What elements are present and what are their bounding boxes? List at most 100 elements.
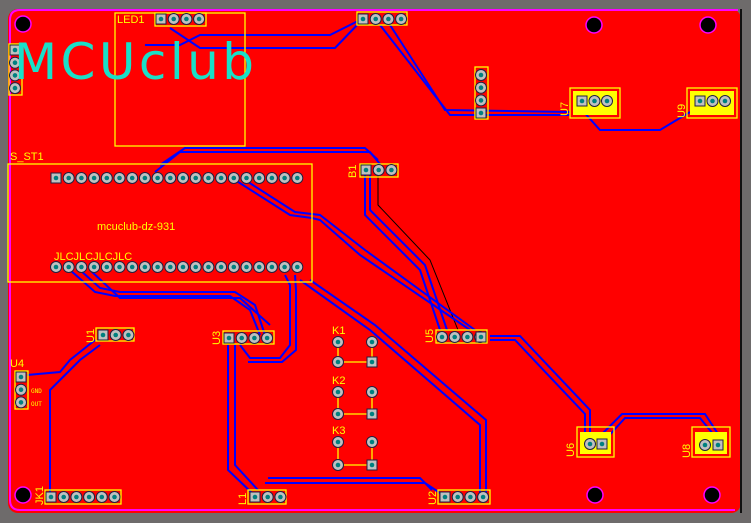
- pad-drill: [478, 72, 484, 78]
- pad-drill: [264, 335, 270, 341]
- pad-drill: [155, 175, 160, 181]
- pad-drill: [587, 441, 593, 447]
- pad-drill: [158, 16, 164, 22]
- label-u4: U4: [10, 358, 24, 370]
- pad-drill: [478, 85, 484, 90]
- label-s-st1: S_ST1: [10, 151, 44, 163]
- pad-drill: [468, 494, 473, 500]
- pad-drill: [360, 16, 366, 22]
- mounting-hole: [14, 486, 32, 504]
- pad-drill: [439, 334, 445, 340]
- pad-drill: [252, 335, 257, 341]
- pad-drill: [218, 264, 224, 270]
- pad-drill: [91, 175, 97, 181]
- pad-drill: [256, 175, 262, 181]
- pad-drill: [369, 411, 375, 417]
- pad-drill: [12, 73, 18, 78]
- pad-drill: [295, 264, 300, 270]
- pad-drill: [697, 98, 703, 104]
- module-name-text: mcuclub-dz-931: [97, 221, 175, 233]
- pad-drill: [604, 98, 610, 104]
- pad-drill: [335, 389, 341, 395]
- pad-drill: [79, 175, 84, 181]
- label-u7: U7: [559, 102, 571, 116]
- pad-drill: [91, 264, 97, 270]
- pad-drill: [369, 462, 375, 468]
- pad-drill: [452, 334, 458, 340]
- pad-drill: [12, 47, 18, 53]
- pad-drill: [129, 175, 135, 181]
- pad-drill: [86, 494, 92, 500]
- pad-drill: [244, 175, 249, 181]
- board-outline-bottom: [9, 20, 735, 511]
- pad-drill: [12, 85, 18, 91]
- pad-drill: [335, 411, 341, 417]
- label-u1: U1: [85, 329, 97, 343]
- label-k2: K2: [332, 375, 345, 387]
- pad-drill: [112, 494, 117, 500]
- pads: [9, 13, 731, 503]
- pad-drill: [231, 175, 237, 181]
- pad-drill: [478, 98, 484, 103]
- pad-drill: [269, 264, 275, 270]
- pad-drill: [142, 264, 148, 270]
- pad-drill: [129, 264, 135, 270]
- pad-drill: [74, 494, 79, 500]
- pad-drill: [373, 16, 379, 22]
- pad-drill: [599, 441, 605, 447]
- mounting-holes: [14, 15, 721, 504]
- pad-drill: [455, 494, 461, 500]
- board-outline-top: [9, 9, 738, 21]
- pad-drill: [239, 335, 244, 341]
- pad-drill: [715, 442, 721, 448]
- pad-drill: [168, 264, 173, 270]
- pad-drill: [465, 334, 470, 340]
- label-u3: U3: [211, 331, 223, 345]
- pad-drill: [282, 175, 287, 181]
- pad-drill: [53, 264, 59, 270]
- mcuclub-logo: MCUclub: [14, 33, 254, 91]
- pad-drill: [18, 374, 24, 380]
- pcb-board: [8, 9, 741, 513]
- pad-drill: [66, 175, 71, 181]
- label-u2: U2: [427, 491, 439, 505]
- pad-drill: [100, 332, 106, 338]
- pad-drill: [206, 264, 211, 270]
- pad-drill: [442, 494, 448, 500]
- pad-drill: [278, 494, 283, 500]
- pad-drill: [180, 175, 186, 181]
- label-k3: K3: [332, 425, 345, 437]
- label-u6: U6: [565, 443, 577, 457]
- jlc-marks: JLCJLCJLCJLC: [54, 251, 132, 263]
- traces: [26, 19, 723, 497]
- pad-drill: [480, 494, 486, 500]
- pad-drill: [295, 175, 300, 181]
- pad-drill: [99, 494, 105, 500]
- pad-drill: [226, 335, 232, 341]
- pad-drill: [155, 264, 160, 270]
- pad-drill: [171, 16, 176, 22]
- pad-drill: [244, 264, 249, 270]
- pad-drill: [180, 264, 186, 270]
- pad-drill: [369, 389, 375, 395]
- pad-drill: [579, 98, 585, 104]
- pad-drill: [142, 175, 148, 181]
- pad-drill: [18, 400, 24, 405]
- pad-drill: [193, 264, 198, 270]
- pad-drill: [66, 264, 71, 270]
- pad-drill: [369, 439, 375, 445]
- pin-label-out: OUT: [31, 401, 42, 408]
- pad-drill: [376, 167, 382, 173]
- label-u5: U5: [424, 329, 436, 343]
- pad-drill: [104, 264, 110, 270]
- pad-drill: [398, 16, 404, 22]
- pad-drill: [53, 175, 59, 181]
- pad-drill: [335, 462, 341, 468]
- pad-drill: [363, 167, 369, 173]
- pad-drill: [478, 334, 484, 340]
- mounting-hole: [699, 16, 717, 34]
- label-jk1: JK1: [34, 486, 46, 505]
- pad-drill: [256, 264, 262, 270]
- pad-drill: [193, 175, 198, 181]
